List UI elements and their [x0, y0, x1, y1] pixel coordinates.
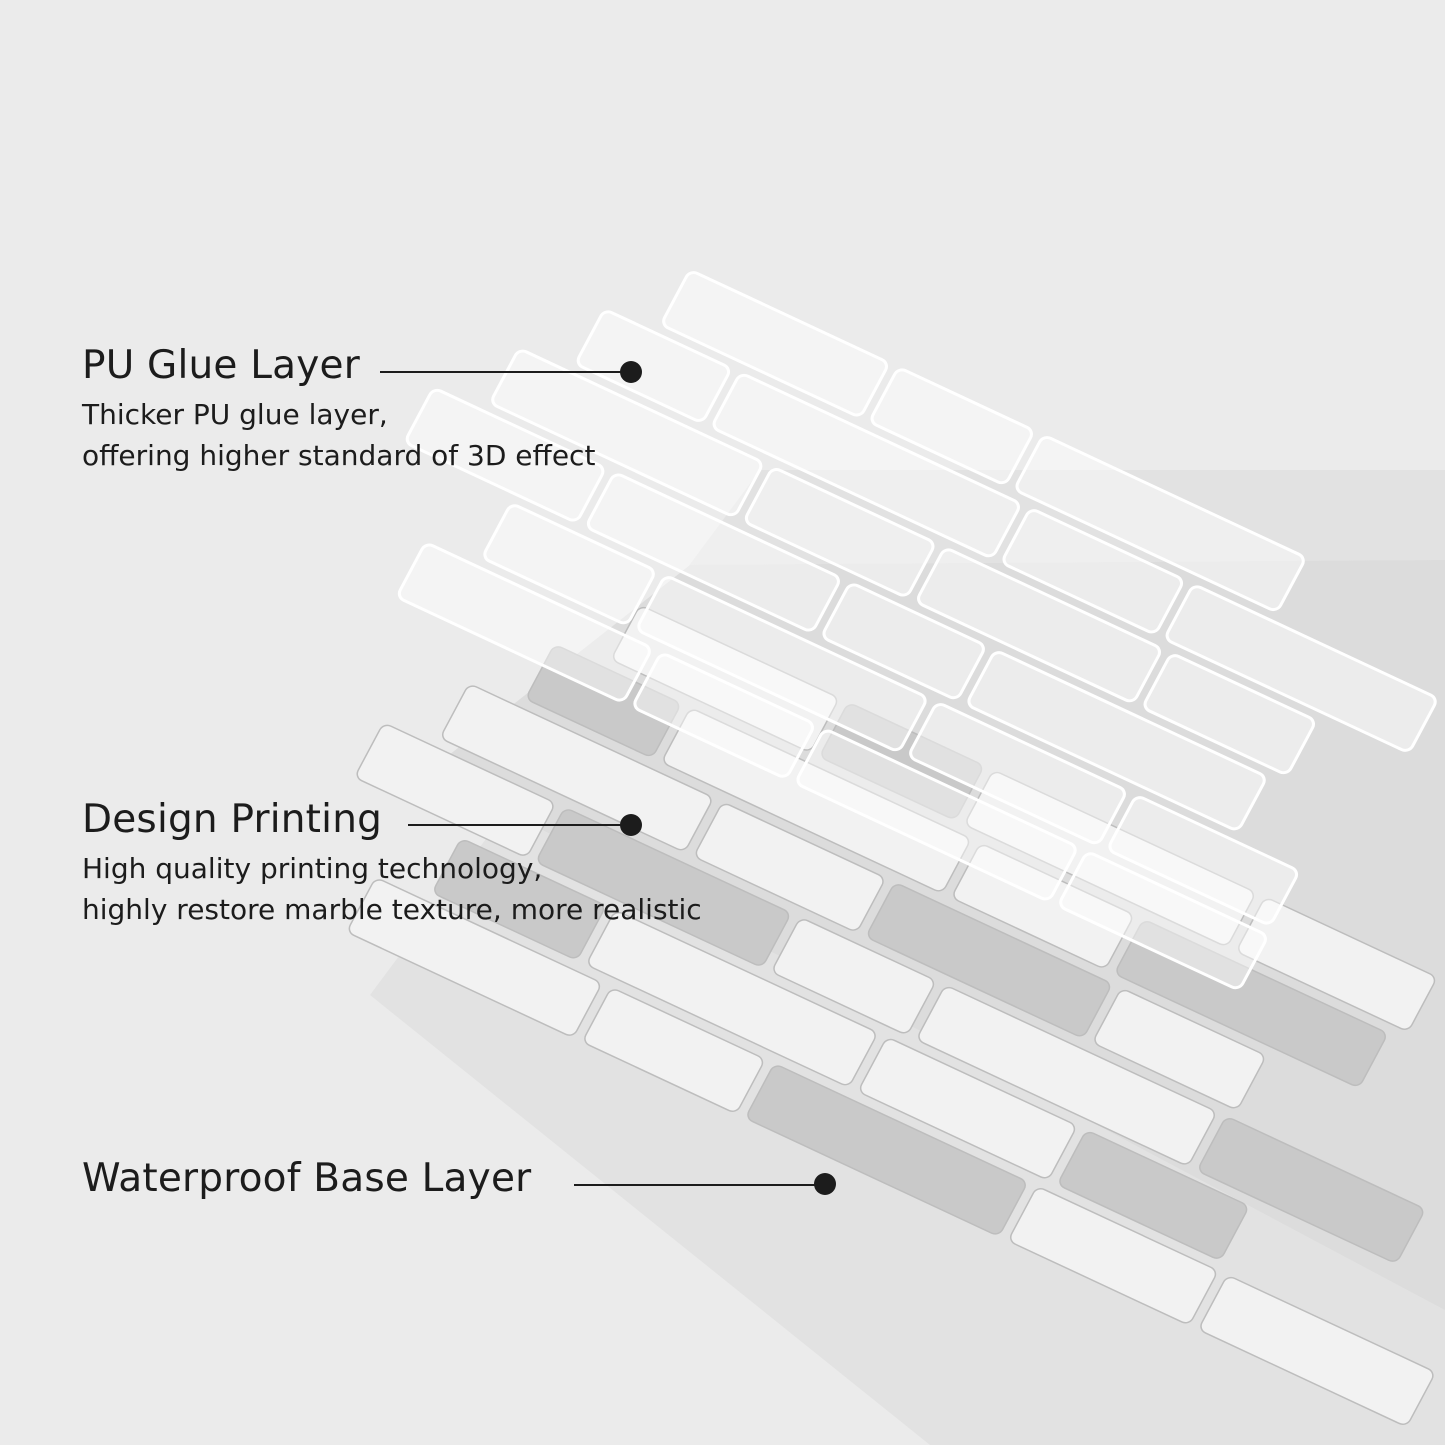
- pu-glue-layer-label: PU Glue Layer Thicker PU glue layer, off…: [82, 343, 595, 476]
- tile: [1143, 654, 1316, 775]
- tile: [747, 1065, 1026, 1235]
- tile: [917, 548, 1161, 703]
- pu-glue-pointer-dot: [620, 361, 642, 383]
- description-line: Thicker PU glue layer,: [82, 398, 388, 431]
- tile: [918, 986, 1215, 1165]
- tile: [491, 349, 763, 517]
- pu-glue-layer-title: PU Glue Layer: [82, 343, 360, 388]
- tile: [1108, 796, 1299, 925]
- design-printing-label: Design Printing High quality printing te…: [82, 797, 702, 930]
- tile: [870, 368, 1033, 485]
- tile: [612, 606, 838, 751]
- tile: [796, 729, 1077, 901]
- tile: [859, 1038, 1076, 1179]
- tile: [633, 653, 814, 778]
- tile: [397, 543, 651, 702]
- tile: [434, 840, 605, 959]
- tile: [405, 388, 605, 522]
- tile: [744, 468, 935, 597]
- tile: [1238, 898, 1436, 1030]
- tile: [1009, 1188, 1217, 1324]
- waterproof-base-pointer-dot: [814, 1173, 836, 1195]
- waterproof-base-leader-line: [574, 1184, 824, 1186]
- tile: [1165, 585, 1437, 752]
- tile: [867, 884, 1111, 1037]
- tile: [588, 911, 876, 1086]
- design-printing-title: Design Printing: [82, 797, 383, 842]
- design-printing-pointer-dot: [620, 814, 642, 836]
- description-line: High quality printing technology,: [82, 852, 543, 885]
- tile: [821, 704, 983, 819]
- tile: [695, 803, 884, 931]
- pu-glue-leader-line: [380, 371, 630, 373]
- tile: [773, 919, 935, 1034]
- pu-glue-tiles: [397, 271, 1437, 990]
- description-line: highly restore marble texture, more real…: [82, 893, 702, 926]
- tile: [822, 583, 985, 700]
- tile: [663, 709, 970, 892]
- tile: [576, 310, 731, 422]
- tile: [1116, 921, 1386, 1087]
- tile: [637, 576, 927, 752]
- tile: [441, 685, 712, 851]
- tile: [1059, 1131, 1248, 1259]
- tile: [1015, 436, 1305, 612]
- tile: [953, 844, 1133, 968]
- design-printing-leader-line: [408, 824, 630, 826]
- tile: [966, 771, 1255, 946]
- tile: [1059, 852, 1267, 990]
- tile: [584, 989, 764, 1112]
- tile: [348, 879, 601, 1036]
- tile: [1002, 509, 1184, 634]
- pu-glue-layer-description: Thicker PU glue layer, offering higher s…: [82, 394, 595, 476]
- tile: [527, 646, 680, 757]
- tile: [1200, 1276, 1434, 1425]
- tile: [1199, 1118, 1424, 1262]
- tile: [967, 651, 1266, 831]
- tile: [483, 504, 655, 625]
- tile: [712, 373, 1020, 558]
- tile: [586, 473, 840, 632]
- tile: [356, 724, 554, 856]
- waterproof-base-label: Waterproof Base Layer: [82, 1156, 531, 1201]
- tile: [662, 271, 889, 417]
- design-printing-description: High quality printing technology, highly…: [82, 848, 702, 930]
- tile: [1094, 989, 1265, 1109]
- tile: [537, 809, 790, 966]
- waterproof-base-title: Waterproof Base Layer: [82, 1156, 532, 1201]
- tile: [909, 703, 1126, 845]
- printed-marble-tiles: [348, 606, 1436, 1425]
- description-line: offering higher standard of 3D effect: [82, 439, 596, 472]
